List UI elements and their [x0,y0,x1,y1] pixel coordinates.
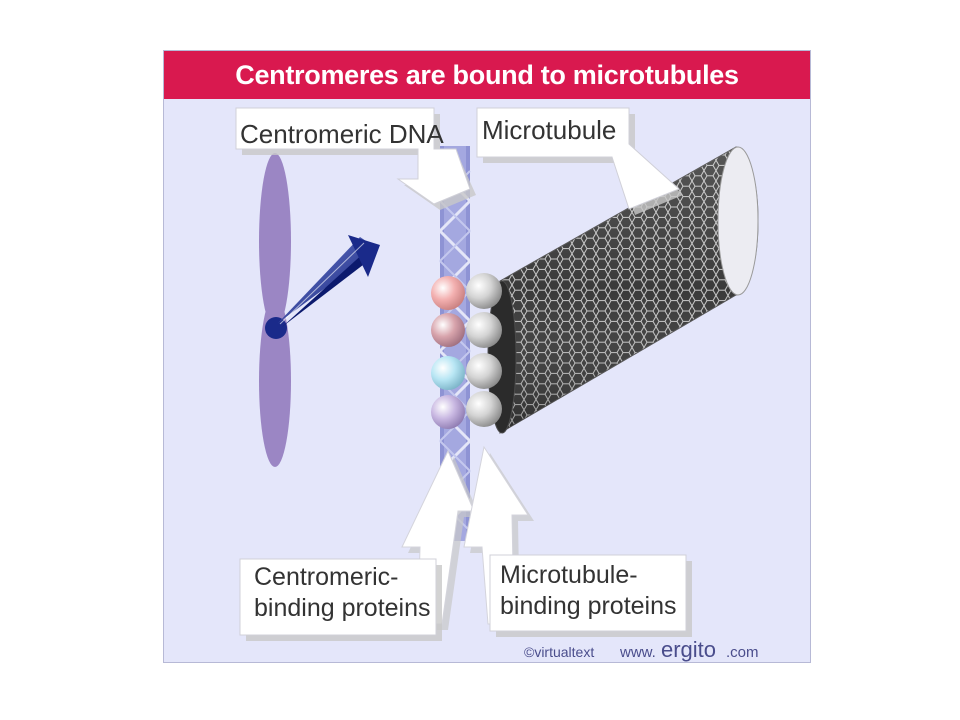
protein-sphere [466,391,502,427]
centromeric-binding-label-line1: Centromeric- [254,563,398,591]
protein-sphere [431,395,465,429]
microtubule-callout: Microtubule [476,107,683,215]
centromeric-binding-proteins [431,276,465,429]
microtubule-label: Microtubule [482,115,616,145]
centromere-diagram: Centromeric DNA Microtubule Centromeric-… [235,107,759,662]
protein-sphere [431,276,465,310]
credit-line: ©virtualtext www. ergito .com [524,637,759,662]
figure-title: Centromeres are bound to microtubules [164,51,810,99]
centromeric-dna-label: Centromeric DNA [240,119,444,149]
chromosome-lower-arm [259,295,291,467]
centromeric-dna-callout: Centromeric DNA [235,107,476,210]
protein-sphere [466,312,502,348]
centromeric-binding-callout: Centromeric- binding proteins [239,558,442,641]
protein-sphere [431,356,465,390]
protein-sphere [466,273,502,309]
credit-copyright: ©virtualtext [524,644,594,660]
protein-sphere [431,313,465,347]
microtubule-end-cap [717,146,759,296]
microtubule-binding-proteins [466,273,502,427]
chromosome-upper-arm [259,153,291,329]
microtubule-binding-label-line1: Microtubule- [500,561,638,589]
centromeric-binding-label-line2: binding proteins [254,594,431,622]
microtubule-binding-label-line2: binding proteins [500,592,677,620]
credit-tld: .com [726,644,759,661]
chromosome [259,153,291,467]
zoom-pointer [278,235,380,327]
protein-sphere [466,353,502,389]
figure-panel: Centromeres are bound to microtubules [163,50,811,663]
credit-www: www. [619,644,656,661]
microtubule-binding-callout: Microtubule- binding proteins [489,554,692,637]
credit-brand: ergito [661,637,716,662]
